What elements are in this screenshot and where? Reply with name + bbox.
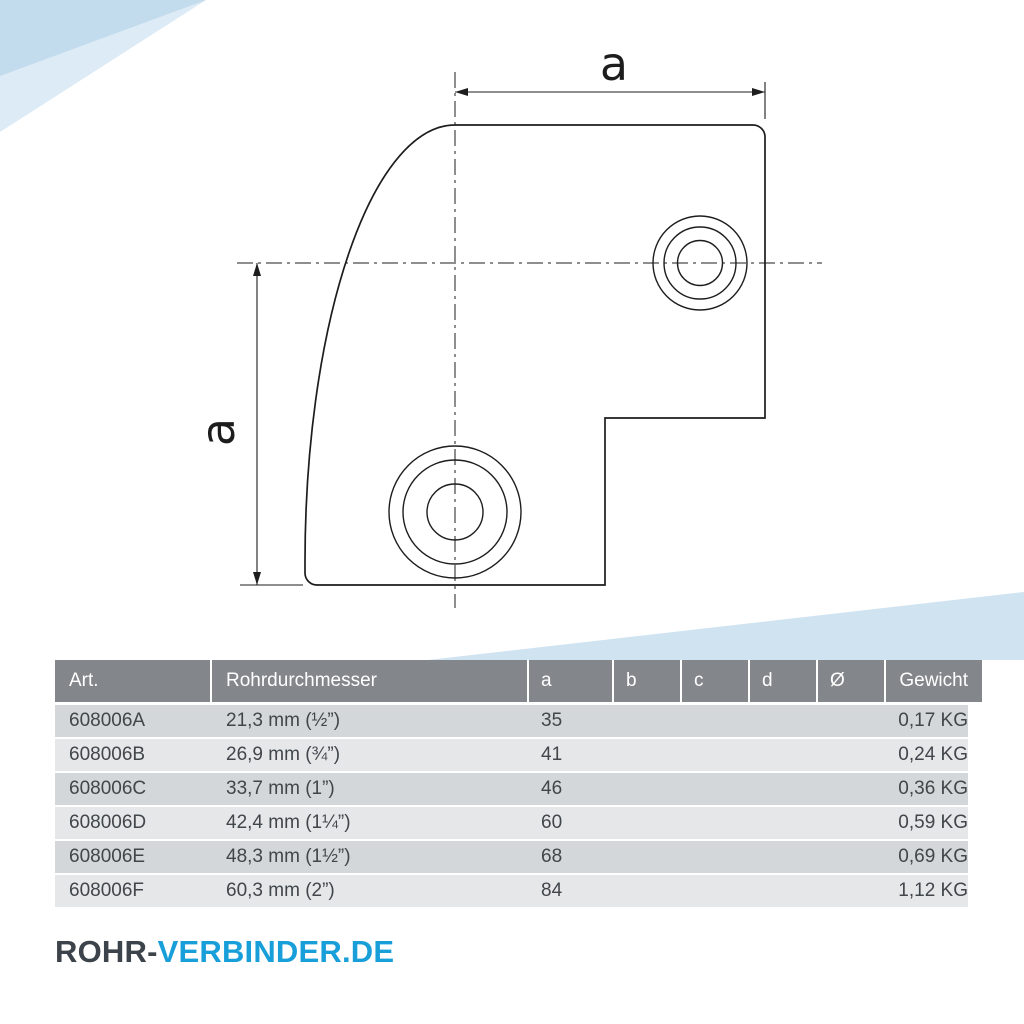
table-row: 608006E 48,3 mm (1½”) 68 0,69 KG: [55, 841, 968, 873]
cell-durchmesser: 60,3 mm (2”): [226, 880, 335, 901]
cell-b: [614, 841, 680, 873]
cell-d: [750, 875, 816, 907]
cell-a: 41: [541, 744, 563, 765]
cell-gewicht: 0,17 KG: [898, 710, 968, 731]
header-b: b: [614, 660, 680, 702]
table-header-row: Art. Rohrdurchmesser a b c d Ø Gewicht: [55, 660, 982, 702]
dimension-arrowheads: [253, 88, 765, 585]
cell-d: [750, 841, 816, 873]
header-rohrdurchmesser: Rohrdurchmesser: [212, 660, 527, 702]
cell-durchmesser: 48,3 mm (1½”): [226, 846, 351, 867]
header-gewicht: Gewicht: [886, 660, 982, 702]
cell-art: 608006C: [69, 778, 147, 799]
cell-b: [614, 739, 680, 771]
cell-diameter: [818, 773, 884, 805]
cell-art: 608006B: [69, 744, 146, 765]
cell-art: 608006E: [69, 846, 146, 867]
header-art: Art.: [55, 660, 210, 702]
cell-c: [682, 739, 748, 771]
cell-a: 60: [541, 812, 563, 833]
dim-label-top: a: [600, 37, 628, 91]
cell-d: [750, 705, 816, 737]
cell-art: 608006A: [69, 710, 146, 731]
cell-diameter: [818, 807, 884, 839]
cell-diameter: [818, 739, 884, 771]
cell-durchmesser: 21,3 mm (½”): [226, 710, 341, 731]
header-c: c: [682, 660, 748, 702]
cell-c: [682, 875, 748, 907]
table-row: 608006F 60,3 mm (2”) 84 1,12 KG: [55, 875, 968, 907]
cell-gewicht: 1,12 KG: [898, 880, 968, 901]
table-row: 608006D 42,4 mm (1¼”) 60 0,59 KG: [55, 807, 968, 839]
cell-art: 608006D: [69, 812, 147, 833]
cell-a: 35: [541, 710, 563, 731]
cell-gewicht: 0,59 KG: [898, 812, 968, 833]
cell-d: [750, 773, 816, 805]
brand-logo-part2: VERBINDER.DE: [157, 934, 395, 969]
cell-a: 84: [541, 880, 563, 901]
cell-diameter: [818, 841, 884, 873]
brand-logo: ROHR-VERBINDER.DE: [55, 934, 394, 970]
cell-b: [614, 705, 680, 737]
center-lines: [237, 72, 822, 608]
dimension-lines: [240, 82, 766, 586]
cell-gewicht: 0,69 KG: [898, 846, 968, 867]
cell-c: [682, 705, 748, 737]
cell-a: 68: [541, 846, 563, 867]
cell-gewicht: 0,24 KG: [898, 744, 968, 765]
dim-label-left: a: [191, 418, 245, 446]
cell-durchmesser: 33,7 mm (1”): [226, 778, 335, 799]
cell-d: [750, 739, 816, 771]
cell-a: 46: [541, 778, 563, 799]
cell-b: [614, 773, 680, 805]
cell-art: 608006F: [69, 880, 145, 901]
cell-diameter: [818, 705, 884, 737]
header-d: d: [750, 660, 816, 702]
brand-logo-part1: ROHR-: [55, 934, 158, 969]
table-row: 608006A 21,3 mm (½”) 35 0,17 KG: [55, 705, 968, 737]
technical-drawing: a a: [191, 37, 822, 608]
cell-d: [750, 807, 816, 839]
table-row: 608006B 26,9 mm (¾”) 41 0,24 KG: [55, 739, 968, 771]
cell-c: [682, 773, 748, 805]
cell-durchmesser: 42,4 mm (1¼”): [226, 812, 351, 833]
cell-gewicht: 0,36 KG: [898, 778, 968, 799]
cell-b: [614, 807, 680, 839]
elbow-outline: [304, 124, 766, 586]
table-row: 608006C 33,7 mm (1”) 46 0,36 KG: [55, 773, 968, 805]
cell-c: [682, 807, 748, 839]
header-a: a: [529, 660, 612, 702]
cell-diameter: [818, 875, 884, 907]
cell-durchmesser: 26,9 mm (¾”): [226, 744, 341, 765]
spec-table: Art. Rohrdurchmesser a b c d Ø Gewicht 6…: [55, 660, 982, 907]
header-diameter: Ø: [818, 660, 884, 702]
cell-b: [614, 875, 680, 907]
cell-c: [682, 841, 748, 873]
